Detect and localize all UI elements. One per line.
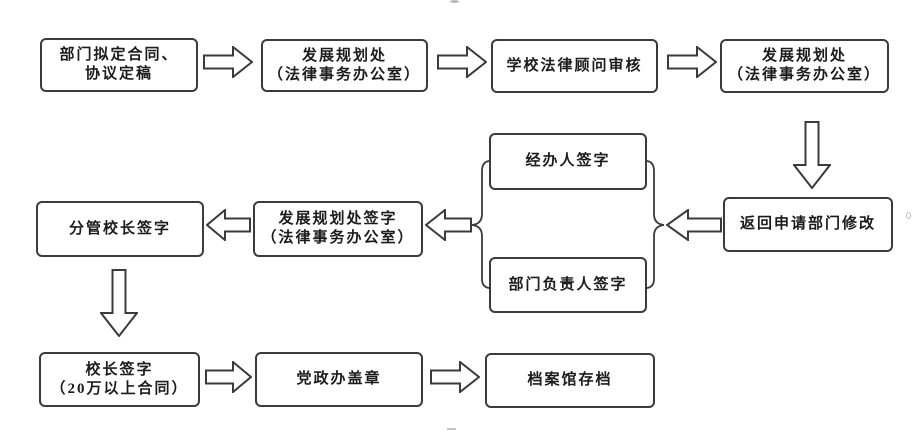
flow-box-planning-office-sign: 发展规划处签字 （法律事务办公室）: [253, 201, 423, 257]
flow-box-legal-review: 学校法律顾问审核: [491, 39, 658, 93]
arrow-down-icon: [100, 269, 138, 337]
flow-box-draft-label: 部门拟定合同、 协议定稿: [59, 47, 179, 82]
arrow-down-shape: [100, 269, 138, 337]
arrow-down-icon: [793, 121, 831, 189]
arrow-left-shape: [666, 209, 722, 241]
flow-box-planning-office-2: 发展规划处 （法律事务办公室）: [720, 39, 889, 93]
flow-box-dept-head-sign: 部门负责人签字: [489, 257, 647, 313]
arrow-down-shape: [793, 121, 831, 189]
arrow-right-icon: [430, 361, 480, 393]
flow-box-party-admin-seal-label: 党政办盖章: [296, 371, 382, 387]
flow-box-return-revise: 返回申请部门修改: [723, 197, 893, 252]
arrow-left-icon: [666, 209, 722, 241]
arrow-right-shape: [667, 46, 717, 78]
arrow-right-icon: [667, 46, 717, 78]
right-brace: [646, 160, 665, 289]
arrow-left-shape: [206, 209, 251, 241]
arrow-left-shape: [425, 209, 472, 241]
arrow-right-shape: [203, 46, 253, 78]
flow-box-archive: 档案馆存档: [485, 353, 655, 408]
flow-box-president-sign-label: 校长签字 （20万以上合同）: [50, 361, 189, 397]
arrow-left-icon: [425, 209, 472, 241]
flow-box-planning-office-1-label: 发展规划处 （法律事务办公室）: [267, 47, 421, 83]
flow-box-legal-review-label: 学校法律顾问审核: [506, 57, 643, 74]
arrow-right-shape: [430, 361, 480, 393]
flow-box-planning-office-1: 发展规划处 （法律事务办公室）: [261, 39, 428, 92]
arrow-left-icon: [206, 209, 251, 241]
flow-box-handler-sign-label: 经办人签字: [525, 153, 611, 169]
left-brace: [471, 160, 490, 289]
flow-box-handler-sign: 经办人签字: [489, 133, 647, 190]
flow-box-archive-label: 档案馆存档: [527, 372, 613, 388]
arrow-right-icon: [437, 46, 487, 78]
arrow-right-shape: [437, 46, 487, 78]
flow-box-planning-office-sign-label: 发展规划处签字 （法律事务办公室）: [261, 211, 415, 246]
arrow-right-icon: [203, 46, 253, 78]
arrow-right-shape: [205, 361, 252, 393]
flow-box-draft: 部门拟定合同、 协议定稿: [40, 38, 198, 92]
flow-box-vice-president-sign: 分管校长签字: [36, 201, 204, 257]
flow-box-president-sign: 校长签字 （20万以上合同）: [39, 352, 200, 407]
flow-box-dept-head-sign-label: 部门负责人签字: [508, 276, 628, 293]
arrow-right-icon: [205, 361, 252, 393]
flow-box-party-admin-seal: 党政办盖章: [255, 352, 423, 407]
flow-box-planning-office-2-label: 发展规划处 （法律事务办公室）: [727, 48, 881, 83]
flow-box-vice-president-sign-label: 分管校长签字: [68, 220, 171, 237]
flow-box-return-revise-label: 返回申请部门修改: [739, 216, 876, 232]
